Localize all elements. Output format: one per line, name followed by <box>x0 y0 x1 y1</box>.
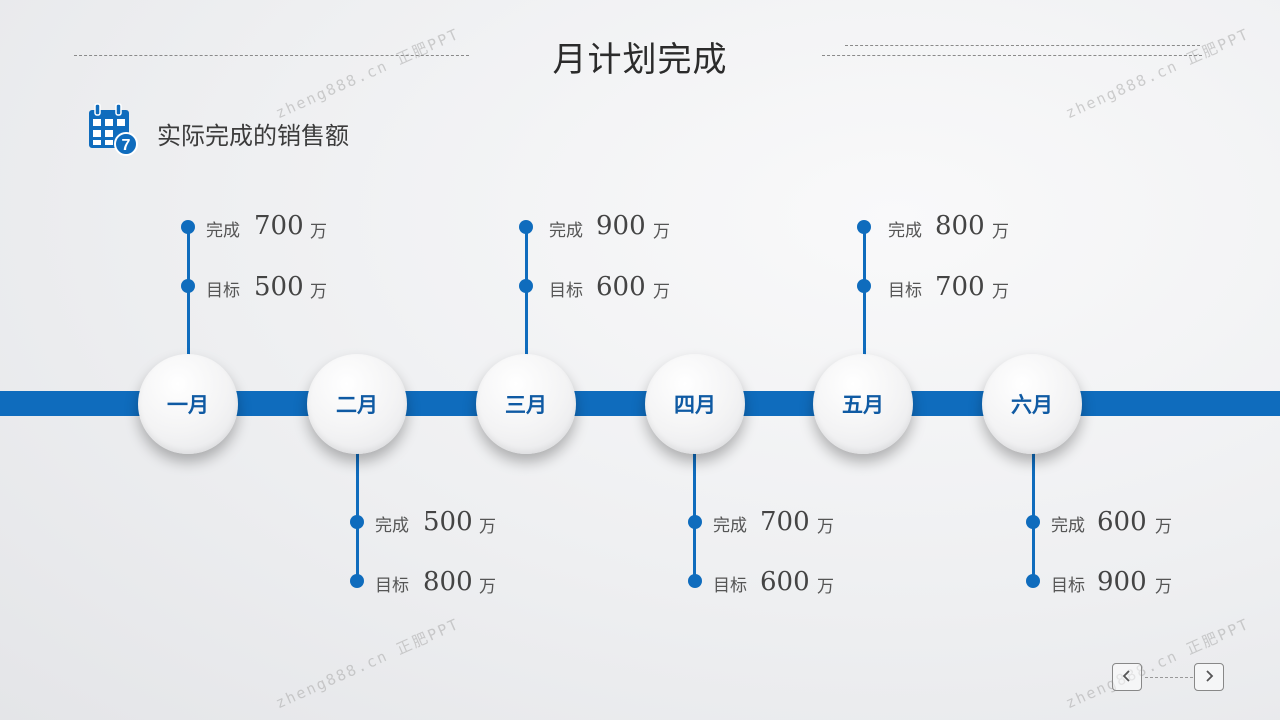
timeline-dot <box>1026 515 1040 529</box>
watermark: zheng888.cn 正肥PPT <box>272 614 463 713</box>
done-value-apr: 700 <box>760 507 810 537</box>
target-value-mar: 600 <box>596 272 646 302</box>
month-label: 五月 <box>842 393 884 417</box>
month-label: 一月 <box>167 393 209 417</box>
unit-label: 万 <box>1155 517 1172 537</box>
done-label: 完成 <box>375 516 409 536</box>
month-label: 六月 <box>1011 393 1053 417</box>
watermark: zheng888.cn 正肥PPT <box>1062 614 1253 713</box>
month-node-mar: 三月 <box>476 354 576 454</box>
unit-label: 万 <box>310 222 327 242</box>
target-value-apr: 600 <box>760 567 810 597</box>
timeline-dot <box>181 279 195 293</box>
done-value-jun: 600 <box>1097 507 1147 537</box>
unit-label: 万 <box>992 282 1009 302</box>
month-node-feb: 二月 <box>307 354 407 454</box>
target-value-jan: 500 <box>254 272 304 302</box>
timeline-dot <box>350 515 364 529</box>
target-label: 目标 <box>1051 576 1085 596</box>
unit-label: 万 <box>817 517 834 537</box>
done-label: 完成 <box>713 516 747 536</box>
done-label: 完成 <box>888 221 922 241</box>
timeline-dot <box>519 279 533 293</box>
month-node-apr: 四月 <box>645 354 745 454</box>
target-label: 目标 <box>549 281 583 301</box>
target-label: 目标 <box>375 576 409 596</box>
unit-label: 万 <box>1155 577 1172 597</box>
target-label: 目标 <box>713 576 747 596</box>
done-label: 完成 <box>549 221 583 241</box>
done-value-mar: 900 <box>596 211 646 241</box>
month-node-jan: 一月 <box>138 354 238 454</box>
timeline-dot <box>857 220 871 234</box>
timeline-dot <box>688 574 702 588</box>
title-divider-right-upper <box>845 45 1200 46</box>
target-value-may: 700 <box>935 272 985 302</box>
month-label: 三月 <box>505 393 547 417</box>
done-label: 完成 <box>1051 516 1085 536</box>
timeline-dot <box>519 220 533 234</box>
month-node-jun: 六月 <box>982 354 1082 454</box>
section-subtitle: 实际完成的销售额 <box>157 122 349 150</box>
prev-slide-button[interactable] <box>1112 663 1142 691</box>
next-slide-button[interactable] <box>1194 663 1224 691</box>
done-value-feb: 500 <box>423 507 473 537</box>
timeline-dot <box>1026 574 1040 588</box>
timeline-dot <box>688 515 702 529</box>
unit-label: 万 <box>310 282 327 302</box>
chevron-left-icon <box>1121 667 1133 688</box>
unit-label: 万 <box>817 577 834 597</box>
unit-label: 万 <box>653 282 670 302</box>
calendar-icon: 7 <box>86 102 138 156</box>
target-label: 目标 <box>206 281 240 301</box>
month-node-may: 五月 <box>813 354 913 454</box>
done-value-jan: 700 <box>254 211 304 241</box>
chevron-right-icon <box>1203 667 1215 688</box>
title-divider-right <box>822 55 1202 56</box>
target-label: 目标 <box>888 281 922 301</box>
done-label: 完成 <box>206 221 240 241</box>
target-value-jun: 900 <box>1097 567 1147 597</box>
target-value-feb: 800 <box>423 567 473 597</box>
month-label: 四月 <box>674 393 716 417</box>
title-divider-left <box>74 55 469 56</box>
page-title: 月计划完成 <box>552 40 728 80</box>
unit-label: 万 <box>479 577 496 597</box>
unit-label: 万 <box>992 222 1009 242</box>
timeline-dot <box>350 574 364 588</box>
unit-label: 万 <box>479 517 496 537</box>
timeline-dot <box>857 279 871 293</box>
unit-label: 万 <box>653 222 670 242</box>
nav-divider <box>1145 677 1193 678</box>
calendar-badge: 7 <box>122 137 131 154</box>
done-value-may: 800 <box>935 211 985 241</box>
timeline-dot <box>181 220 195 234</box>
month-label: 二月 <box>336 393 378 417</box>
